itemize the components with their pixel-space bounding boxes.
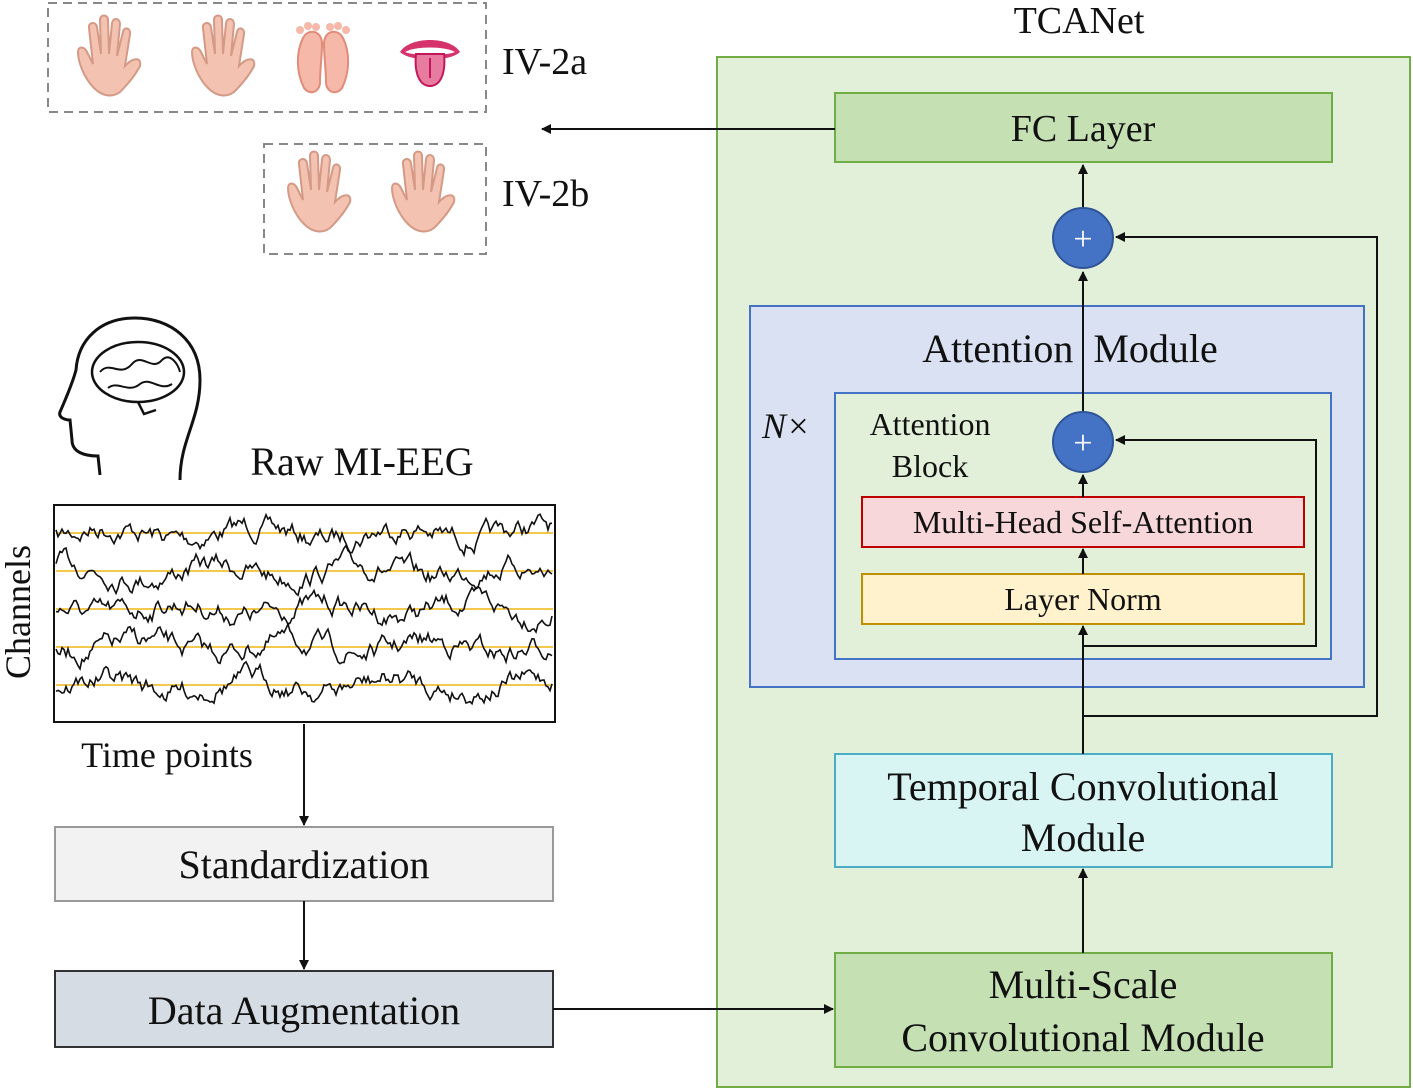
augmentation-label: Data Augmentation	[148, 988, 460, 1033]
mscm-label-line1: Multi-Scale	[989, 962, 1178, 1007]
mhsa-box	[861, 496, 1305, 548]
attention-module-title: Attention Module	[922, 326, 1218, 371]
outer-add-circle: +	[1052, 207, 1114, 269]
layer-norm-label: Layer Norm	[1004, 581, 1161, 617]
inner-add-circle: +	[1052, 411, 1114, 473]
mscm-box	[834, 952, 1333, 1068]
mhsa-label: Multi-Head Self-Attention	[913, 504, 1253, 540]
iv2b-label: IV-2b	[502, 173, 589, 215]
attention-block-label-line2: Block	[892, 448, 968, 484]
tcm-label-line1: Temporal Convolutional	[887, 764, 1279, 809]
standardization-label: Standardization	[178, 842, 429, 887]
eeg-channel-trace	[55, 585, 553, 635]
inner-add-symbol: +	[1073, 425, 1092, 462]
fc-layer-label: FC Layer	[1011, 108, 1156, 150]
mscm-label-line2: Convolutional Module	[901, 1015, 1264, 1060]
tongue-icon	[400, 40, 460, 88]
head-brain-icon	[58, 316, 202, 481]
outer-residual-connection	[1083, 232, 1378, 717]
eeg-channel-trace	[55, 660, 553, 706]
inner-residual-connection	[1083, 435, 1317, 647]
repeat-n-label: N×	[761, 406, 810, 446]
eeg-ylabel: Channels	[0, 545, 38, 679]
eeg-channel-trace	[55, 543, 553, 597]
eeg-traces	[55, 512, 553, 706]
eeg-channel-trace	[55, 621, 553, 672]
layer-norm-box	[861, 573, 1305, 625]
eeg-title: Raw MI-EEG	[250, 439, 473, 484]
eeg-xlabel: Time points	[81, 735, 253, 775]
tcanet-title: TCANet	[1014, 0, 1145, 42]
left-hand-icon-2b	[287, 150, 352, 233]
attention-block-label-line1: Attention	[870, 406, 991, 442]
iv2a-box	[47, 2, 487, 113]
feet-icon	[296, 22, 350, 94]
standardization-box	[54, 826, 554, 902]
tcm-label-line2: Module	[1021, 815, 1145, 860]
left-hand-icon	[77, 14, 142, 97]
tcm-box	[834, 753, 1333, 868]
right-hand-icon	[191, 14, 256, 97]
iv2a-label: IV-2a	[502, 41, 587, 83]
right-hand-icon-2b	[391, 150, 456, 233]
outer-add-symbol: +	[1073, 221, 1092, 258]
iv2b-box	[263, 143, 487, 255]
augmentation-box	[54, 970, 554, 1048]
eeg-channel-trace	[55, 512, 553, 558]
fc-layer-box	[834, 92, 1333, 163]
